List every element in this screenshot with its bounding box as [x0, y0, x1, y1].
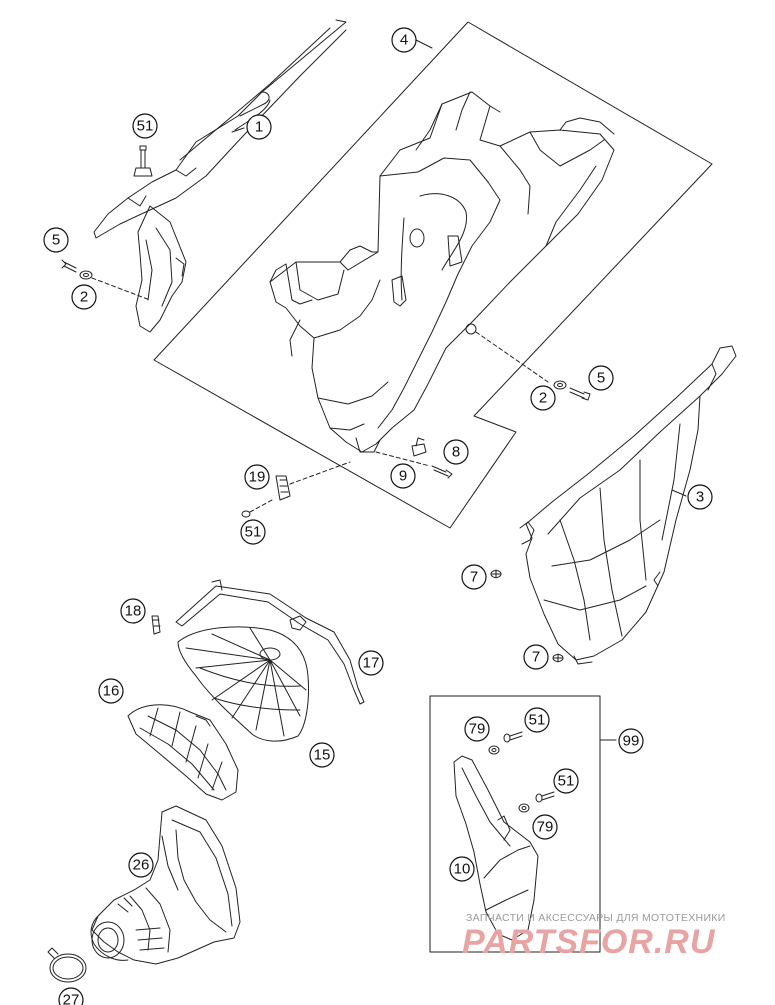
callout-2-left: 2 — [80, 289, 88, 306]
part-airbox — [269, 91, 615, 453]
callout-79-upper: 79 — [469, 721, 486, 738]
callout-19: 19 — [249, 469, 266, 486]
callout-26: 26 — [133, 857, 150, 874]
callout-51-top: 51 — [137, 118, 154, 135]
part-99-kit-outline — [429, 695, 601, 953]
callout-circle-3 — [687, 484, 713, 510]
callout-7-upper: 7 — [470, 569, 478, 586]
part-bolt-51-top — [133, 145, 153, 177]
callout-1: 1 — [255, 119, 263, 136]
part-clip-9 — [411, 437, 427, 457]
callout-2-right: 2 — [539, 390, 547, 407]
callout-51-kit-upper: 51 — [529, 712, 546, 729]
callout-9: 9 — [399, 468, 407, 485]
part-screw-7-upper — [490, 569, 502, 579]
callout-circle-7-upper — [461, 564, 487, 590]
callout-circle-5-right — [588, 365, 614, 391]
callout-circle-99 — [618, 728, 644, 754]
callout-circle-27 — [58, 987, 84, 1005]
callout-circle-4 — [391, 27, 417, 53]
part-screw-7-lower — [552, 653, 564, 663]
part-4-outline — [153, 21, 713, 529]
part-pin-8 — [375, 451, 453, 479]
leader-4 — [415, 39, 433, 49]
callout-circle-5-left — [43, 227, 69, 253]
callout-circle-19 — [244, 464, 270, 490]
callout-circle-26 — [128, 852, 154, 878]
callout-5-left: 5 — [52, 232, 60, 249]
callout-circle-10 — [449, 856, 475, 882]
callout-16: 16 — [103, 683, 120, 700]
part-screw-51-lower — [241, 499, 273, 518]
callout-7-lower: 7 — [532, 649, 540, 666]
callout-51-lower: 51 — [245, 524, 262, 541]
callout-circle-79-lower — [532, 814, 558, 840]
part-hose-clamp — [47, 947, 87, 983]
callout-15: 15 — [314, 747, 331, 764]
callout-8: 8 — [452, 444, 460, 461]
part-screw-washer-right — [553, 380, 591, 401]
part-air-filter — [177, 626, 309, 742]
callout-circle-2-right — [530, 385, 556, 411]
callout-18: 18 — [125, 603, 142, 620]
part-screw-washer-left — [61, 259, 151, 301]
callout-27: 27 — [63, 992, 80, 1005]
callout-circle-51-kit-upper — [524, 707, 550, 733]
leader-1 — [231, 127, 245, 133]
part-side-cover — [519, 345, 737, 665]
part-air-duct — [453, 755, 539, 941]
callout-circle-18 — [120, 598, 146, 624]
callout-circle-79-upper — [464, 716, 490, 742]
callout-circle-51-kit-lower — [553, 768, 579, 794]
callout-4: 4 — [400, 32, 408, 49]
callout-circle-7-lower — [523, 644, 549, 670]
callout-circle-17 — [358, 650, 384, 676]
callout-17: 17 — [363, 655, 380, 672]
callout-5-right: 5 — [597, 370, 605, 387]
part-intake-boot — [90, 805, 241, 965]
callout-99: 99 — [623, 733, 640, 750]
watermark-subtitle: ЗАПЧАСТИ И АКСЕССУАРЫ ДЛЯ МОТОТЕХНИКИ — [466, 912, 726, 924]
part-frame-guard — [93, 19, 347, 239]
part-wire-holder — [175, 579, 365, 705]
callout-51-kit-lower: 51 — [558, 773, 575, 790]
callout-3: 3 — [696, 489, 704, 506]
part-bracket-19 — [275, 461, 351, 501]
callout-circle-51-top — [132, 113, 158, 139]
callout-10: 10 — [454, 861, 471, 878]
leader-3 — [671, 489, 687, 497]
part-kit-hardware — [488, 731, 555, 813]
callout-circle-8 — [443, 439, 469, 465]
callout-circle-16 — [98, 678, 124, 704]
callout-circle-2-left — [71, 284, 97, 310]
part-pin-18 — [151, 615, 161, 635]
callout-circle-51-lower — [240, 519, 266, 545]
part-filter-cage — [127, 704, 239, 801]
watermark-logo: PARTSFOR.RU — [462, 923, 716, 961]
callout-circle-1 — [246, 114, 272, 140]
part-side-bracket — [135, 205, 187, 333]
callout-79-lower: 79 — [537, 819, 554, 836]
callout-circle-15 — [309, 742, 335, 768]
callout-circle-9 — [390, 463, 416, 489]
